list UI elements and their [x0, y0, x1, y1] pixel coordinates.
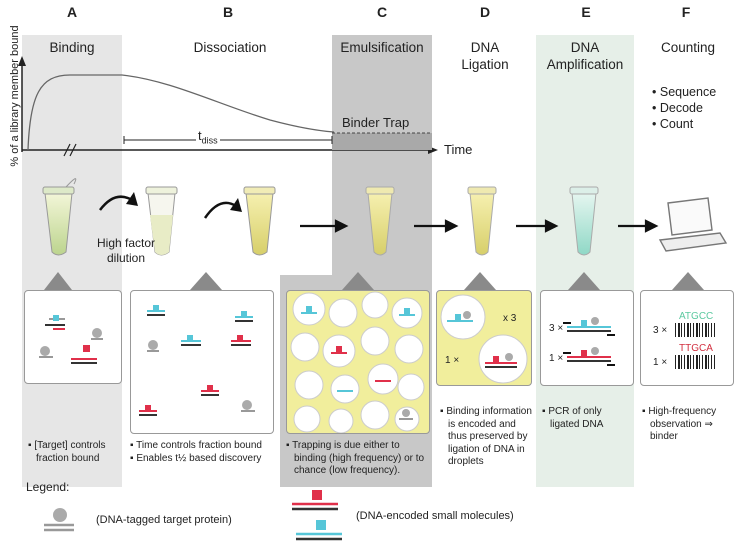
- tube-d: [467, 186, 497, 256]
- tube-e: [569, 186, 599, 256]
- band-binding: [22, 35, 122, 487]
- note-emulsification: ▪ Trapping is due either to binding (hig…: [286, 440, 425, 476]
- arrow-f: [618, 219, 659, 233]
- tube-c: [365, 186, 395, 256]
- legend-molecules-label: (DNA-encoded small molecules): [356, 510, 514, 522]
- emulsion-droplets: [290, 291, 425, 434]
- pointer-a: [44, 272, 72, 290]
- band-amplification: [536, 35, 634, 487]
- note-amplification: ▪ PCR of only ligated DNA: [542, 406, 604, 430]
- ligation-count-3: x 3: [503, 313, 517, 324]
- panel-ligation: x 3 1 ×: [436, 290, 532, 386]
- tube-a: [42, 178, 77, 256]
- stage-dissociation: Dissociation: [193, 40, 267, 55]
- pointer-b: [190, 272, 222, 290]
- pointer-f: [672, 272, 704, 290]
- list-item: • Count: [652, 117, 694, 131]
- curved-arrow-1: [99, 192, 138, 211]
- legend-protein-icon: [44, 508, 74, 532]
- legend-protein-label: (DNA-tagged target protein): [96, 514, 232, 526]
- amplification-count-1: 1 ×: [549, 353, 564, 364]
- legend-molecules-icon: [292, 490, 342, 541]
- column-letter-c: C: [376, 4, 388, 20]
- panel-emulsification: [286, 290, 430, 434]
- note-binding: ▪ [Target] controls fraction bound: [28, 440, 106, 464]
- note-counting: ▪ High-frequency observation ⇒ binder: [642, 406, 717, 442]
- column-letter-f: F: [681, 4, 691, 20]
- pointer-d: [464, 272, 496, 290]
- panel-counting: ATGCC 3 × TTGCA 1 ×: [640, 290, 734, 386]
- arrow-d: [414, 219, 459, 233]
- ligation-droplets: [440, 294, 528, 384]
- legend-title: Legend:: [26, 480, 70, 494]
- dilution-label: High factor dilution: [96, 236, 156, 265]
- pointer-c: [342, 272, 374, 290]
- laptop-icon: [658, 197, 728, 252]
- list-item: • Sequence: [652, 85, 717, 99]
- sequence-1: ATGCC: [679, 311, 714, 322]
- pointer-e: [568, 272, 600, 290]
- counting-count-3: 3 ×: [653, 325, 668, 336]
- panel-amplification: 3 × 1 ×: [540, 290, 634, 386]
- panel-dissociation: [130, 290, 274, 434]
- process-row: [42, 178, 728, 290]
- tube-b2: [243, 186, 276, 256]
- barcode-2: [675, 355, 715, 369]
- sequence-2: TTGCA: [679, 343, 713, 354]
- note-dissociation: ▪ Time controls fraction bound ▪ Enables…: [130, 440, 262, 464]
- panel-binding: [24, 290, 122, 384]
- column-letter-a: A: [66, 4, 78, 20]
- amplification-strands: [563, 317, 615, 366]
- note-ligation: ▪ Binding information is encoded and thu…: [440, 406, 532, 467]
- stage-emulsification: Emulsification: [340, 40, 424, 55]
- x-axis-label-time: Time: [444, 142, 473, 157]
- column-letter-b: B: [222, 4, 234, 20]
- dissociation-molecules: [139, 305, 255, 416]
- barcode-1: [675, 323, 715, 337]
- column-letter-d: D: [479, 4, 491, 20]
- column-letter-e: E: [581, 4, 591, 20]
- curved-arrow-2: [203, 198, 242, 219]
- arrow-c: [300, 219, 349, 233]
- list-item: • Decode: [652, 101, 703, 115]
- ligation-count-1: 1 ×: [445, 355, 460, 366]
- tdiss-label: tdiss: [196, 128, 220, 146]
- stage-counting: Counting: [660, 40, 716, 55]
- stage-binding: Binding: [49, 40, 95, 55]
- arrow-e: [516, 219, 559, 233]
- amplification-count-3: 3 ×: [549, 323, 564, 334]
- counting-count-1: 1 ×: [653, 357, 668, 368]
- binding-curve-graph: [18, 56, 438, 157]
- counting-list: • Sequence • Decode • Count: [652, 84, 716, 132]
- binding-molecules: [39, 315, 103, 364]
- binder-trap-label: Binder Trap: [342, 115, 410, 130]
- tube-b1: [145, 186, 178, 256]
